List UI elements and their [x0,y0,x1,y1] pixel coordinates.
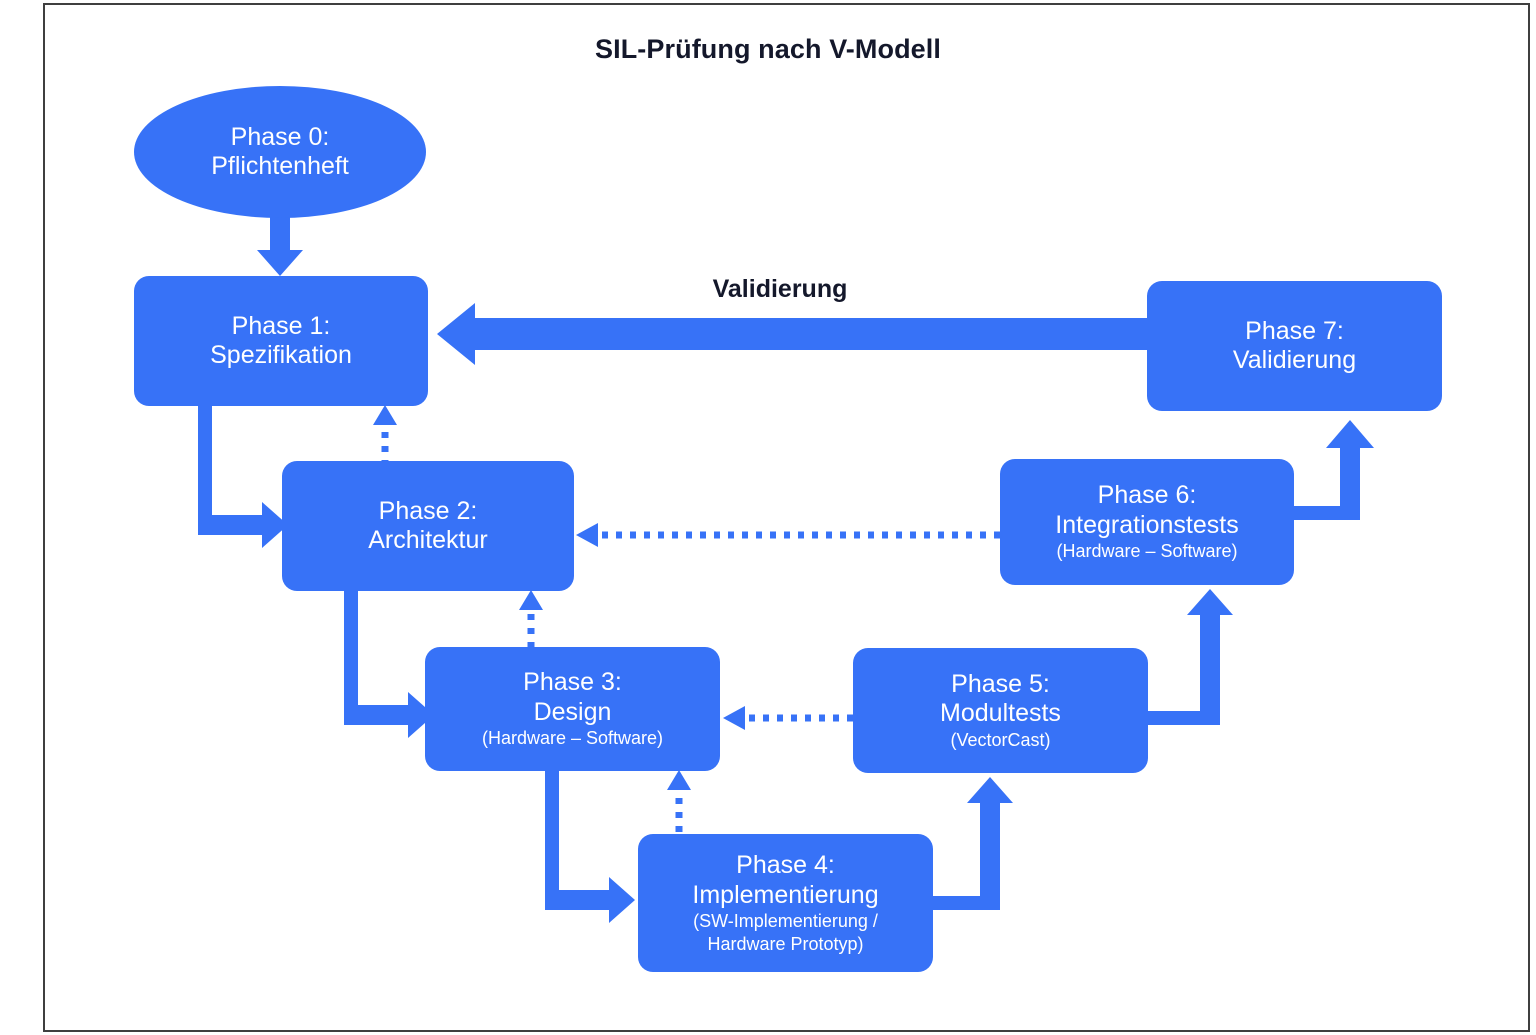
node-phase4-sublabel-line1: (SW-Implementierung / [693,911,878,932]
node-phase2-line2: Architektur [368,526,488,554]
node-phase7-line1: Phase 7: [1245,316,1344,345]
node-phase3[interactable]: Phase 3: Design (Hardware – Software) [425,647,720,771]
node-phase4-line2: Implementierung [692,880,879,909]
node-phase4-sublabel-line2: Hardware Prototyp) [707,933,864,954]
connector-phase3-to-phase2-verification [519,590,543,648]
validation-arrow-label: Validierung [712,275,848,303]
connector-phase2-to-phase1-verification [373,405,397,466]
node-phase3-line1: Phase 3: [523,668,622,697]
node-phase7-line2: Validierung [1232,346,1357,374]
node-phase0-line2: Pflichtenheft [211,152,349,180]
node-phase6[interactable]: Phase 6: Integrationstests (Hardware – S… [1000,459,1294,585]
connector-phase4-to-phase5 [932,777,1013,910]
node-phase5[interactable]: Phase 5: Modultests (VectorCast) [853,648,1148,773]
node-phase1-line1: Phase 1: [231,311,331,340]
node-phase2-line1: Phase 2: [378,496,478,525]
connector-phase2-to-phase3 [344,590,434,738]
node-phase6-line2: Integrationstests [1055,510,1239,539]
node-phase0[interactable]: Phase 0: Pflichtenheft [134,86,426,218]
connector-phase5-to-phase6 [1148,589,1233,725]
connector-phase3-to-phase4 [545,770,635,923]
node-phase4-line1: Phase 4: [736,851,835,880]
node-phase1[interactable]: Phase 1: Spezifikation [134,276,428,406]
connector-phase7-to-phase1-validation [437,303,1148,365]
node-phase5-sublabel: (VectorCast) [950,729,1051,750]
node-phase6-sublabel: (Hardware – Software) [1056,541,1238,562]
node-phase3-line2: Design [533,697,612,726]
node-phase3-sublabel: (Hardware – Software) [481,728,664,749]
connector-phase0-to-phase1 [257,215,303,276]
connector-phase6-to-phase2-verification [576,523,1000,547]
connector-phase6-to-phase7 [1294,420,1374,520]
node-phase0-line1: Phase 0: [230,122,330,151]
node-phase6-line1: Phase 6: [1097,481,1197,510]
connector-phase4-to-phase3-verification [667,770,691,832]
node-phase1-line2: Spezifikation [210,341,352,369]
page-title: SIL-Prüfung nach V-Modell [595,34,941,64]
node-phase5-line1: Phase 5: [951,669,1050,698]
connector-phase5-to-phase3-verification [723,706,853,730]
connector-phase1-to-phase2 [198,405,288,548]
node-phase2[interactable]: Phase 2: Architektur [282,461,574,591]
node-phase7[interactable]: Phase 7: Validierung [1147,281,1442,411]
node-phase4[interactable]: Phase 4: Implementierung (SW-Implementie… [638,834,933,972]
node-phase5-line2: Modultests [940,699,1061,728]
